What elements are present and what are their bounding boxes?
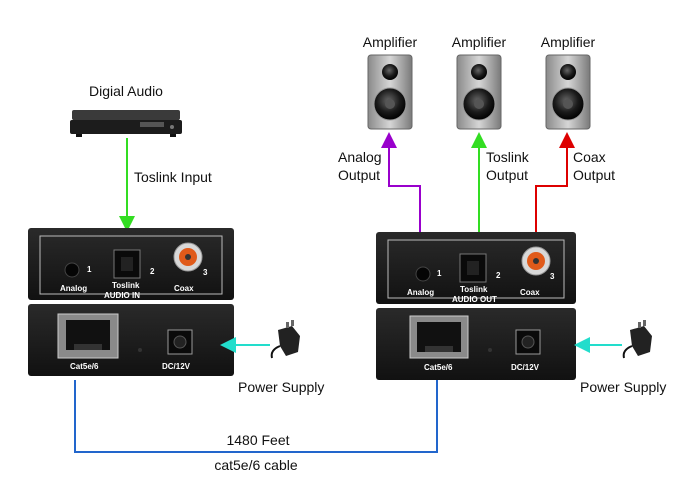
toslink-output-label-2: Output xyxy=(486,167,528,183)
coax-output-label-1: Coax xyxy=(573,149,606,165)
cat5-cable-line xyxy=(74,380,438,453)
transmitter-num-3: 3 xyxy=(203,268,208,277)
receiver-num-3: 3 xyxy=(550,272,555,281)
transmitter-dc-label: DC/12V xyxy=(162,362,191,371)
receiver-unit: 1 Analog 2 Toslink AUDIO OUT 3 Coax Cat5… xyxy=(376,232,576,380)
analog-output-label-1: Analog xyxy=(338,149,382,165)
toslink-input-label: Toslink Input xyxy=(134,169,212,185)
transmitter-port-analog: Analog xyxy=(60,284,87,293)
amplifier-3: Amplifier xyxy=(541,34,596,130)
receiver-num-1: 1 xyxy=(437,269,442,278)
transmitter-num-2: 2 xyxy=(150,267,155,276)
receiver-dc-label: DC/12V xyxy=(511,363,540,372)
speaker-icon xyxy=(367,54,413,130)
transmitter-panel-title: AUDIO IN xyxy=(104,291,140,300)
transmitter-num-1: 1 xyxy=(87,265,92,274)
receiver-network-panel xyxy=(376,308,576,380)
analog-output-label-2: Output xyxy=(338,167,380,183)
speaker-icon xyxy=(545,54,591,130)
dvd-player-icon xyxy=(70,110,182,137)
cable-type-label: cat5e/6 cable xyxy=(214,457,297,473)
toslink-output-label-1: Toslink xyxy=(486,149,530,165)
speaker-icon xyxy=(456,54,502,130)
analog-output-arrow xyxy=(381,132,421,232)
power-adapter-icon xyxy=(622,320,652,359)
receiver-port-coax: Coax xyxy=(520,288,540,297)
receiver-num-2: 2 xyxy=(496,271,501,280)
coax-output-arrow xyxy=(535,132,575,232)
receiver-port-toslink: Toslink xyxy=(460,285,488,294)
receiver-rj45-label: Cat5e/6 xyxy=(424,363,453,372)
transmitter-port-coax: Coax xyxy=(174,284,194,293)
amplifier-1-label: Amplifier xyxy=(363,34,418,50)
receiver-port-analog: Analog xyxy=(407,288,434,297)
amplifier-2: Amplifier xyxy=(452,34,507,130)
right-power-label: Power Supply xyxy=(580,379,666,395)
cable-distance-label: 1480 Feet xyxy=(226,432,289,448)
amplifier-1: Amplifier xyxy=(363,34,418,130)
power-adapter-icon xyxy=(270,320,300,359)
coax-output-label-2: Output xyxy=(573,167,615,183)
analog-jack-icon xyxy=(64,262,80,278)
transmitter-port-toslink: Toslink xyxy=(112,281,140,290)
receiver-panel-title: AUDIO OUT xyxy=(452,295,497,304)
amplifier-2-label: Amplifier xyxy=(452,34,507,50)
transmitter-rj45-label: Cat5e/6 xyxy=(70,362,99,371)
analog-jack-icon xyxy=(415,266,431,282)
transmitter-unit: 1 Analog 2 Toslink AUDIO IN 3 Coax Cat5e… xyxy=(28,228,234,376)
amplifier-3-label: Amplifier xyxy=(541,34,596,50)
left-power-label: Power Supply xyxy=(238,379,324,395)
source-label: Digial Audio xyxy=(89,83,163,99)
